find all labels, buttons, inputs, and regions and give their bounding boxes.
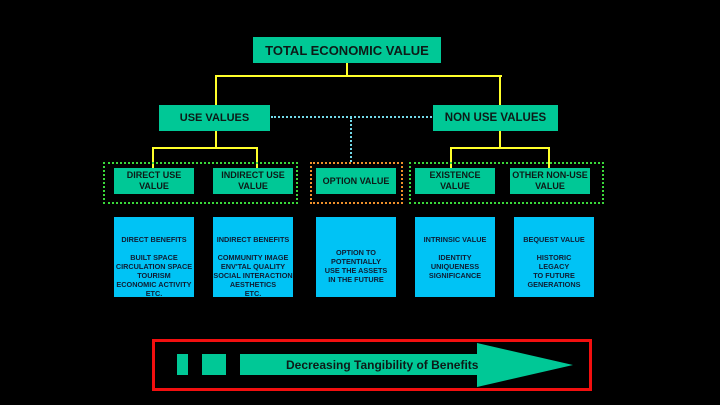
connector-to-non-use-values — [499, 75, 501, 105]
connector-non-use-down — [499, 131, 501, 149]
direct-benefits-card: DIRECT BENEFITS BUILT SPACE CIRCULATION … — [114, 217, 194, 298]
tangibility-chip-small — [177, 354, 188, 375]
connector-root-horizontal — [215, 75, 502, 77]
option-value-group — [310, 162, 403, 204]
direct-use-value-label: DIRECT USE VALUE — [126, 170, 182, 191]
intrinsic-value-card: INTRINSIC VALUE IDENTITY UNIQUENESS SIGN… — [415, 217, 495, 297]
intrinsic-value-text: INTRINSIC VALUE IDENTITY UNIQUENESS SIGN… — [423, 235, 487, 280]
option-value-node: OPTION VALUE — [316, 168, 396, 194]
connector-to-other-non-use — [548, 147, 550, 168]
tangibility-arrow-shape — [240, 343, 573, 387]
connector-to-use-values — [215, 75, 217, 105]
tangibility-arrow-label: Decreasing Tangibility of Benefits — [286, 358, 479, 372]
direct-benefits-text: DIRECT BENEFITS BUILT SPACE CIRCULATION … — [115, 235, 193, 298]
tangibility-chip-medium — [202, 354, 226, 375]
bequest-value-text: BEQUEST VALUE HISTORIC LEGACY TO FUTURE … — [523, 235, 585, 289]
existence-value-label: EXISTENCE VALUE — [429, 170, 481, 191]
non-use-values-label: NON USE VALUES — [444, 112, 547, 124]
option-value-label: OPTION VALUE — [322, 175, 390, 186]
total-economic-value-node: TOTAL ECONOMIC VALUE — [253, 37, 441, 63]
indirect-benefits-card: INDIRECT BENEFITS COMMUNITY IMAGE ENV'TA… — [213, 217, 293, 298]
existence-value-node: EXISTENCE VALUE — [415, 168, 495, 194]
indirect-benefits-text: INDIRECT BENEFITS COMMUNITY IMAGE ENV'TA… — [213, 235, 293, 298]
option-description-card: OPTION TO POTENTIALLY USE THE ASSETS IN … — [316, 217, 396, 297]
connector-non-use-branch — [450, 147, 550, 149]
option-description-text: OPTION TO POTENTIALLY USE THE ASSETS IN … — [324, 248, 388, 284]
indirect-use-value-label: INDIRECT USE VALUE — [221, 170, 285, 191]
connector-to-direct-use — [152, 147, 154, 168]
connector-to-existence — [450, 147, 452, 168]
other-non-use-value-label: OTHER NON-USE VALUE — [512, 170, 588, 191]
direct-use-value-node: DIRECT USE VALUE — [114, 168, 194, 194]
connector-use-branch — [152, 147, 258, 149]
connector-to-indirect-use — [256, 147, 258, 168]
non-use-values-group — [409, 162, 604, 204]
indirect-use-value-node: INDIRECT USE VALUE — [213, 168, 293, 194]
bequest-value-card: BEQUEST VALUE HISTORIC LEGACY TO FUTURE … — [514, 217, 594, 297]
non-use-values-node: NON USE VALUES — [433, 105, 558, 131]
total-economic-value-label: TOTAL ECONOMIC VALUE — [265, 42, 429, 58]
connector-use-down — [215, 131, 217, 149]
connector-root-down — [346, 63, 348, 77]
use-values-group — [103, 162, 298, 204]
use-values-label: USE VALUES — [179, 112, 250, 124]
other-non-use-value-node: OTHER NON-USE VALUE — [510, 168, 590, 194]
dotted-link-to-option — [350, 117, 352, 162]
tangibility-frame — [152, 339, 592, 391]
use-values-node: USE VALUES — [159, 105, 270, 131]
